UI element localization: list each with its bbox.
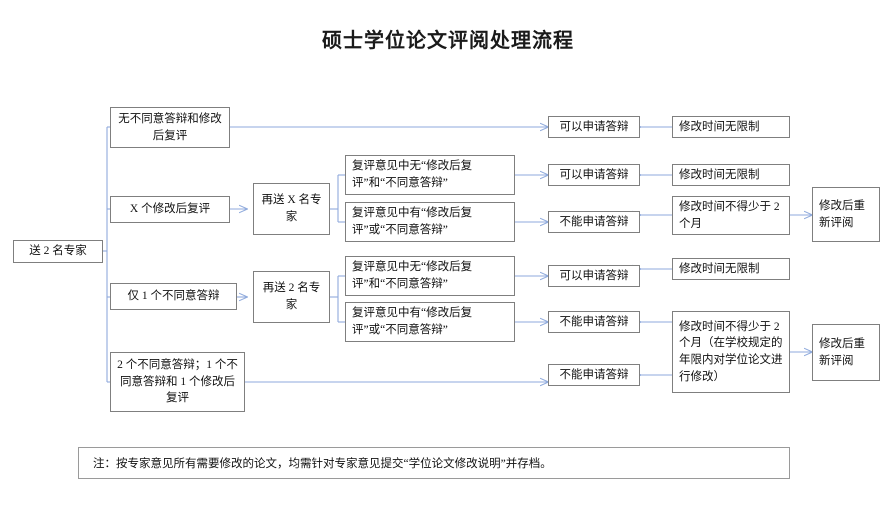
node-time-min-two-months-2-label: 修改时间不得少于 2 个月（在学校规定的年限内对学位论文进行修改） [679,320,783,383]
node-time-unlimited-2[interactable]: 修改时间无限制 [672,164,790,186]
node-resend-2-experts[interactable]: 再送 2 名专家 [253,271,330,323]
node-resend-2-experts-label: 再送 2 名专家 [262,282,321,311]
node-result-denied-3-label: 不能申请答辩 [559,368,629,381]
node-time-min-two-months-2[interactable]: 修改时间不得少于 2 个月（在学校规定的年限内对学位论文进行修改） [672,311,790,393]
node-time-min-two-months-1[interactable]: 修改时间不得少于 2 个月 [672,196,790,235]
node-rereview-2[interactable]: 修改后重新评阅 [812,324,880,381]
node-branch-no-objection[interactable]: 无不同意答辩和修改后复评 [110,107,230,148]
node-rereview-1-label: 修改后重新评阅 [819,199,865,229]
footer-note: 注：按专家意见所有需要修改的论文，均需针对专家意见提交“学位论文修改说明”并存档… [78,447,790,479]
node-time-min-two-months-1-label: 修改时间不得少于 2 个月 [679,200,780,230]
node-result-allowed-2-label: 可以申请答辩 [559,168,629,181]
node-time-unlimited-1-label: 修改时间无限制 [679,120,760,133]
node-branch-two-reject[interactable]: 2 个不同意答辩；1 个不同意答辩和 1 个修改后复评 [110,352,245,412]
node-rereview-2-label: 修改后重新评阅 [819,337,865,367]
node-branch-x-revise[interactable]: X 个修改后复评 [110,196,230,223]
node-result-allowed-2[interactable]: 可以申请答辩 [548,164,640,186]
node-result-allowed-1[interactable]: 可以申请答辩 [548,116,640,138]
node-result-denied-1[interactable]: 不能申请答辩 [548,211,640,233]
node-review-none-x[interactable]: 复评意见中无“修改后复评”和“不同意答辩” [345,155,515,195]
node-review-has-2[interactable]: 复评意见中有“修改后复评”或“不同意答辩” [345,302,515,342]
node-time-unlimited-3[interactable]: 修改时间无限制 [672,258,790,280]
node-review-has-x-label: 复评意见中有“修改后复评”或“不同意答辩” [352,207,473,236]
node-review-none-2[interactable]: 复评意见中无“修改后复评”和“不同意答辩” [345,256,515,296]
node-review-has-x[interactable]: 复评意见中有“修改后复评”或“不同意答辩” [345,202,515,242]
node-start-label: 送 2 名专家 [29,245,87,258]
node-branch-one-reject[interactable]: 仅 1 个不同意答辩 [110,283,237,310]
footer-note-text: 注：按专家意见所有需要修改的论文，均需针对专家意见提交“学位论文修改说明”并存档… [93,458,552,470]
node-start[interactable]: 送 2 名专家 [13,240,103,263]
node-branch-no-objection-label: 无不同意答辩和修改后复评 [118,112,222,142]
node-result-allowed-3-label: 可以申请答辩 [559,269,629,282]
node-resend-x-experts[interactable]: 再送 X 名专家 [253,183,330,235]
page-title: 硕士学位论文评阅处理流程 [322,30,574,52]
node-time-unlimited-3-label: 修改时间无限制 [679,262,760,275]
node-review-none-2-label: 复评意见中无“修改后复评”和“不同意答辩” [352,261,473,290]
node-resend-x-experts-label: 再送 X 名专家 [261,194,322,223]
node-time-unlimited-2-label: 修改时间无限制 [679,168,760,181]
node-result-denied-2-label: 不能申请答辩 [559,315,629,328]
node-result-allowed-1-label: 可以申请答辩 [559,120,629,133]
node-rereview-1[interactable]: 修改后重新评阅 [812,187,880,242]
node-result-denied-1-label: 不能申请答辩 [559,215,629,228]
node-result-denied-3[interactable]: 不能申请答辩 [548,364,640,386]
node-review-has-2-label: 复评意见中有“修改后复评”或“不同意答辩” [352,307,473,336]
node-time-unlimited-1[interactable]: 修改时间无限制 [672,116,790,138]
node-branch-x-revise-label: X 个修改后复评 [129,203,211,216]
node-result-allowed-3[interactable]: 可以申请答辩 [548,265,640,287]
node-branch-one-reject-label: 仅 1 个不同意答辩 [127,290,220,303]
node-review-none-x-label: 复评意见中无“修改后复评”和“不同意答辩” [352,160,473,189]
node-branch-two-reject-label: 2 个不同意答辩；1 个不同意答辩和 1 个修改后复评 [117,358,238,405]
node-result-denied-2[interactable]: 不能申请答辩 [548,311,640,333]
